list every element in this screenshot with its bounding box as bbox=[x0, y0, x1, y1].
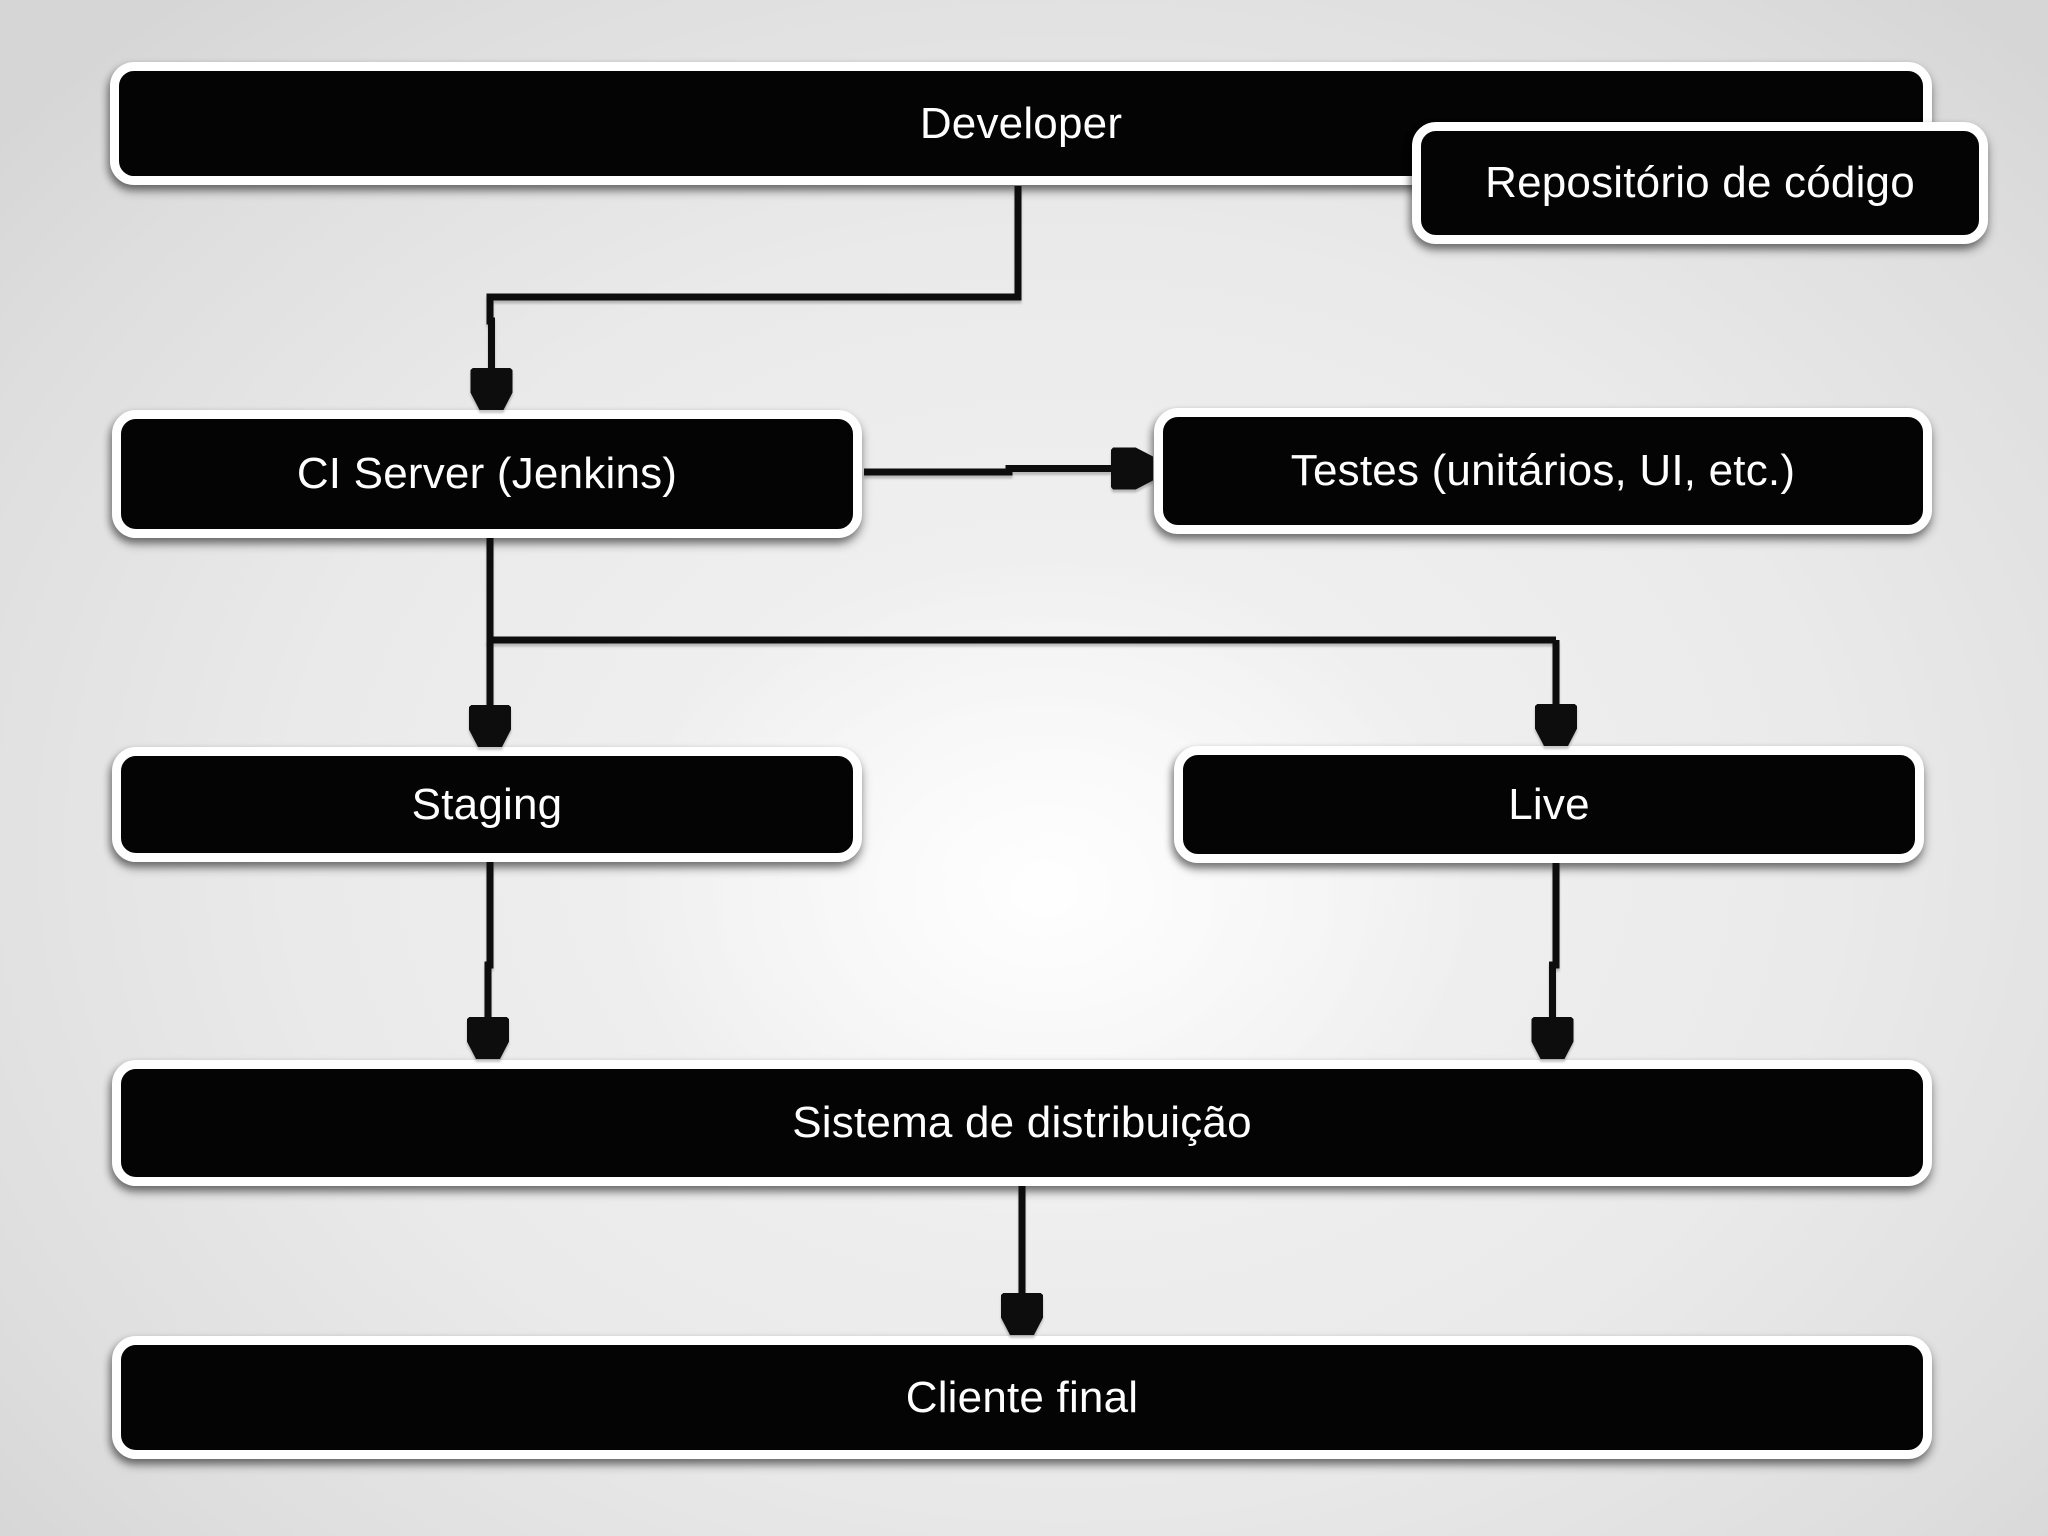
edge-developer-to-ci-server bbox=[490, 186, 1022, 403]
node-sistema: Sistema de distribuição bbox=[112, 1060, 1932, 1186]
edge-live-to-sistema bbox=[1553, 863, 1557, 1052]
node-staging-label: Staging bbox=[411, 779, 563, 829]
node-live-label: Live bbox=[1508, 779, 1590, 829]
node-live: Live bbox=[1174, 746, 1924, 863]
node-sistema-label: Sistema de distribuição bbox=[792, 1098, 1252, 1147]
node-testes: Testes (unitários, UI, etc.) bbox=[1154, 408, 1932, 534]
node-testes-label: Testes (unitários, UI, etc.) bbox=[1290, 446, 1796, 495]
edge-ci-server-branch-rail bbox=[486, 538, 1556, 644]
edge-ci-server-to-testes bbox=[864, 469, 1146, 473]
edge-staging-to-sistema bbox=[488, 862, 490, 1052]
node-staging: Staging bbox=[112, 747, 862, 862]
node-ci-server: CI Server (Jenkins) bbox=[112, 410, 862, 538]
node-repositorio-label: Repositório de código bbox=[1485, 158, 1915, 207]
node-cliente-label: Cliente final bbox=[905, 1372, 1139, 1422]
node-developer-label: Developer bbox=[919, 98, 1123, 148]
node-ci-server-label: CI Server (Jenkins) bbox=[296, 449, 678, 498]
node-repositorio: Repositório de código bbox=[1412, 122, 1988, 244]
node-cliente: Cliente final bbox=[112, 1336, 1932, 1459]
